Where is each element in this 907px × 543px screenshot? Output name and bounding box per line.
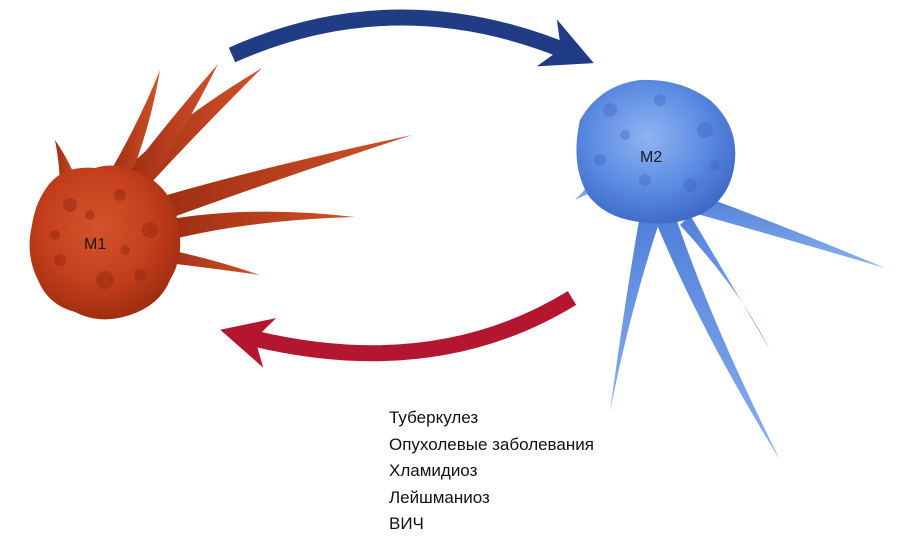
disease-item: Хламидиоз [389,458,594,485]
arrow-m2-to-m1 [240,298,572,353]
m2-cell [575,80,885,460]
m1-label: M1 [84,236,106,254]
disease-item: Туберкулез [389,405,594,432]
arrow-m1-to-m2 [232,18,575,56]
disease-item: Лейшманиоз [389,485,594,512]
m2-label: M2 [640,149,662,167]
disease-list: Туберкулез Опухолевые заболевания Хламид… [389,405,594,538]
disease-item: Опухолевые заболевания [389,432,594,459]
m1-cell [30,64,412,319]
disease-item: ВИЧ [389,511,594,538]
